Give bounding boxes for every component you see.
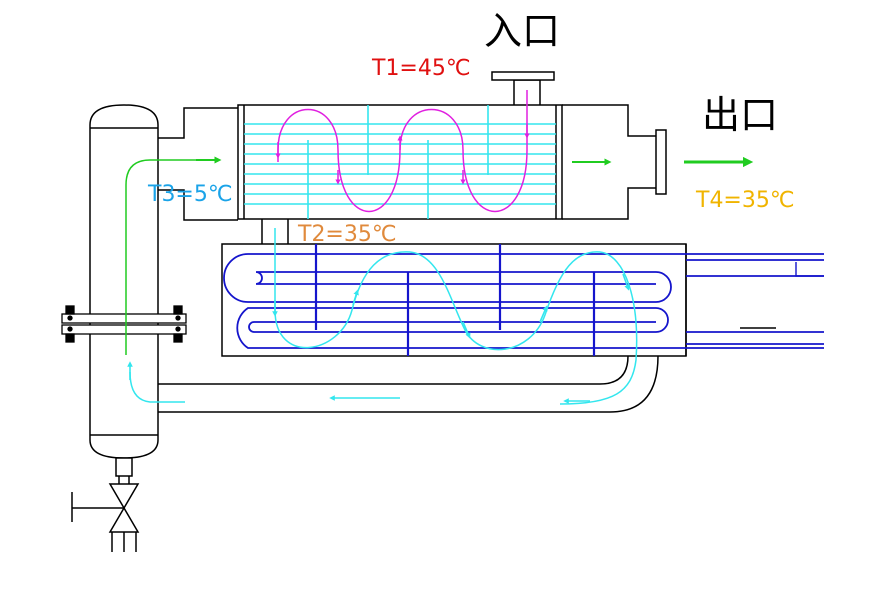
upper-exchanger [158,71,667,244]
gas-flow-arrows [196,156,754,168]
return-pipe [158,355,659,413]
coil-baffles [314,244,596,356]
vessel-flange [61,305,187,343]
t2-label: T2=35℃ [298,222,397,247]
t3-label: T3=5℃ [148,182,233,207]
refrigerant-arrows [127,273,630,404]
t4-label: T4=35℃ [696,188,795,213]
gas-flow-path [125,159,218,355]
separator-vessel [89,104,159,459]
outlet-label: 出口 [702,93,779,137]
refrigerant-coil [223,253,824,349]
lower-evaporator [221,243,687,357]
t1-label: T1=45℃ [372,56,471,81]
inlet-label: 入口 [484,9,561,53]
drain-valve [71,457,140,552]
hot-gas-arrows [275,124,530,185]
refrigerant-flow-path [274,228,638,405]
